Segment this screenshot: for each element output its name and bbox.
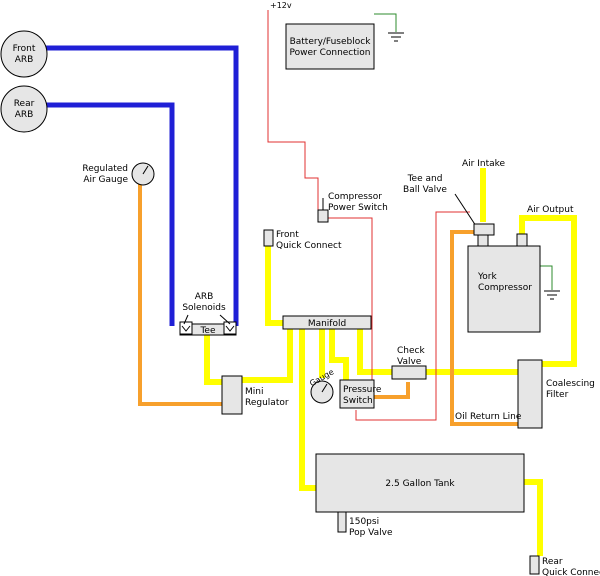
- pop-valve-label: 150psi: [349, 517, 379, 527]
- oil-return-label: Oil Return Line: [455, 412, 522, 422]
- power-wire-12v: [267, 10, 319, 210]
- coalescing-filter-label: Coalescing: [546, 379, 595, 389]
- tee-ball-label: Tee and: [407, 174, 443, 184]
- arb-solenoids-label: ARB: [195, 292, 214, 302]
- front-arb: [0, 30, 48, 78]
- yellow-air-lines: [204, 168, 577, 556]
- ground-icon: [388, 32, 404, 42]
- tank: [315, 453, 525, 513]
- pop-valve: [337, 511, 347, 533]
- gauge-needle-icon: [321, 383, 328, 393]
- oil-return-line: [450, 230, 520, 426]
- air-output-line: [519, 215, 577, 367]
- regulated-gauge-label: Air Gauge: [83, 175, 128, 185]
- manifold-to-pswitch-line: [329, 328, 349, 380]
- front-qc-line: [265, 246, 285, 326]
- rear-arb: [0, 85, 48, 133]
- air-output-label: Air Output: [527, 205, 574, 215]
- tee-ball-valve: [473, 223, 495, 236]
- mini-regulator-label: Mini: [245, 387, 263, 397]
- blue-arb-lines: [44, 45, 239, 326]
- tank-label: 2.5 Gallon Tank: [385, 479, 455, 489]
- battery-fuseblock: [285, 23, 375, 70]
- pressure-switch: [339, 379, 375, 409]
- rear-arb-label: ARB: [15, 110, 34, 120]
- front-qc-label: Front: [276, 230, 299, 240]
- check-valve-label: Check: [397, 346, 425, 356]
- coalescing-filter-label: Filter: [546, 390, 569, 400]
- ground-icon: [544, 290, 560, 300]
- york-compressor-label: Compressor: [478, 283, 532, 293]
- regulated-gauge-label: Regulated: [82, 164, 128, 174]
- rear-qc-label: Quick Connect: [542, 568, 600, 576]
- ground-wires: [374, 13, 553, 290]
- solenoid-left: [179, 321, 193, 335]
- comp-switch-label: Compressor: [328, 192, 382, 202]
- solenoid-arrow-icon: [181, 325, 191, 332]
- manifold-label: Manifold: [308, 319, 346, 329]
- orange-lines: [138, 182, 520, 426]
- intake-stub: [477, 234, 489, 248]
- manifold-to-check-line: [357, 328, 392, 375]
- regulator-to-manifold-line: [242, 328, 293, 383]
- pop-valve-label: Pop Valve: [349, 528, 393, 538]
- comp-switch-label: Power Switch: [328, 203, 388, 213]
- arb-solenoids-label: Solenoids: [182, 303, 226, 313]
- mini-regulator: [221, 375, 243, 415]
- tee-ball-leader: [454, 193, 477, 227]
- battery-label: Battery/Fuseblock: [290, 37, 372, 47]
- front-arb-label: ARB: [15, 55, 34, 65]
- front-arb-label: Front: [13, 44, 36, 54]
- solenoid-leader: [183, 314, 189, 325]
- pswitch-to-check-line: [374, 382, 410, 399]
- front-arb-line: [44, 45, 239, 326]
- tee-to-regulator-line: [204, 334, 224, 385]
- front-quick-connect: [263, 229, 274, 247]
- rear-qc-label: Rear: [542, 557, 563, 567]
- tee-ball-label: Ball Valve: [403, 185, 447, 195]
- check-valve-label: Valve: [397, 357, 422, 367]
- front-qc-label: Quick Connect: [276, 241, 342, 251]
- pressure-switch-label: Switch: [343, 396, 373, 406]
- air-intake-label: Air Intake: [462, 159, 506, 169]
- manifold: [282, 315, 372, 330]
- regulated-gauge-line: [138, 182, 224, 406]
- battery-label: Power Connection: [290, 48, 371, 58]
- tank-to-rear-qc-line: [524, 479, 543, 556]
- york-compressor-label: York: [477, 272, 498, 282]
- ground-symbols: [388, 32, 560, 300]
- solenoid-arrow-icon: [225, 325, 235, 332]
- rear-arb-label: Rear: [14, 99, 35, 109]
- rear-arb-line: [44, 102, 175, 326]
- solenoid-leader: [219, 314, 231, 325]
- manifold-to-tank-line: [299, 328, 316, 491]
- battery-ground-wire: [374, 13, 397, 32]
- compressor-power-switch: [317, 209, 329, 223]
- tee-label: Tee: [199, 326, 216, 336]
- plus-12v-label: +12v: [270, 1, 292, 10]
- solenoid-right: [223, 321, 237, 335]
- switch-to-pswitch-wire: [328, 217, 373, 382]
- york-compressor: [467, 245, 541, 333]
- red-wires: [267, 10, 477, 421]
- mini-regulator-label: Regulator: [245, 398, 289, 408]
- compressor-ground-wire: [538, 265, 553, 290]
- gauge-needle-icon: [142, 165, 149, 175]
- pressure-switch-label: Pressure: [343, 385, 382, 395]
- check-valve: [391, 365, 427, 380]
- rear-quick-connect: [529, 555, 540, 575]
- coalescing-filter: [517, 359, 543, 429]
- pswitch-to-compressor-wire: [355, 211, 470, 421]
